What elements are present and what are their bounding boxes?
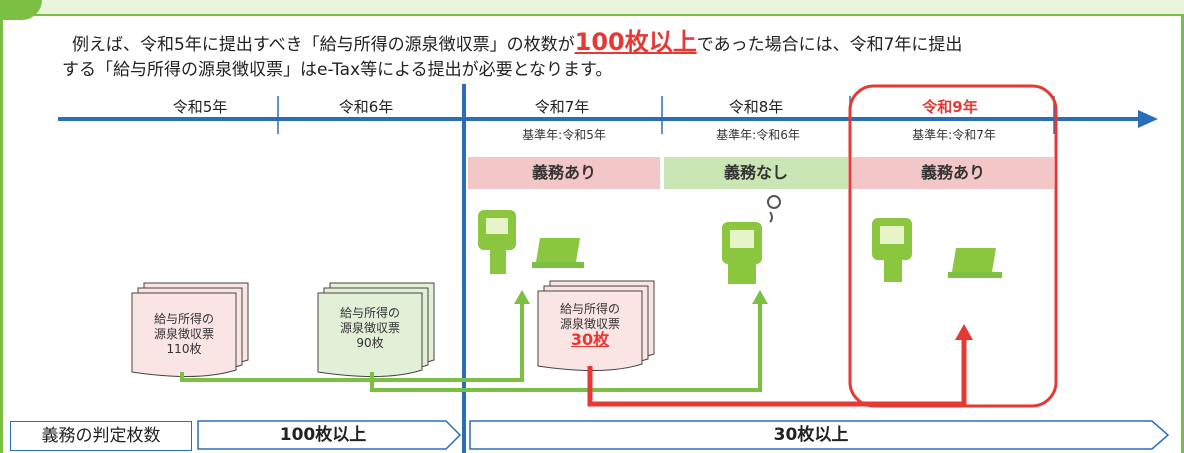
doc-r7-count: 30枚 (570, 330, 610, 349)
doc-r7-line1: 給与所得の (559, 302, 620, 316)
intro-line1-pre: 例えば、令和5年に提出すべき「給与所得の源泉徴収票」の枚数が (72, 35, 575, 55)
intro-line2: する「給与所得の源泉徴収票」はe-Tax等による提出が必要となります。 (62, 60, 613, 80)
mascot-with-pc-r9-icon (872, 218, 1002, 282)
mascot-with-pc-r7-icon (478, 210, 584, 274)
duty-band-r7 (468, 157, 660, 189)
bottom-arrow-left-shape (197, 420, 462, 450)
document-stack-r7 (537, 280, 655, 372)
doc-r7-line2: 源泉徴収票 (559, 317, 620, 331)
base-year-r9: 基準年:令和7年 (912, 128, 996, 142)
doc-r6-line2: 源泉徴収票 (339, 321, 400, 335)
duty-r8: 義務なし (723, 163, 788, 182)
doc-r5-line2: 源泉徴収票 (153, 327, 214, 341)
base-year-r7: 基準年:令和5年 (522, 128, 606, 142)
top-banner (0, 0, 1184, 16)
duty-r7: 義務あり (531, 163, 596, 182)
intro-line1-post: であった場合には、令和7年に提出 (696, 35, 963, 55)
doc-r6-line1: 給与所得の (339, 306, 400, 320)
duty-r9: 義務あり (920, 163, 985, 182)
year-r9: 令和9年 (922, 98, 978, 116)
intro-text: 例えば、令和5年に提出すべき「給与所得の源泉徴収票」の枚数が100枚以上であった… (62, 30, 1142, 83)
doc-r5-line1: 給与所得の (153, 312, 214, 326)
flow-arrow-r7-to-r9 (587, 324, 973, 407)
year-r7: 令和7年 (534, 98, 590, 116)
doc-r5-text: 給与所得の 源泉徴収票 110枚 (134, 312, 234, 357)
threshold-100: 100枚以上 (279, 425, 367, 445)
doc-r7-text: 給与所得の 源泉徴収票 30枚 (540, 302, 640, 349)
duty-band-r9 (852, 157, 1054, 189)
flow-arrow-r5-to-r7 (180, 290, 530, 382)
mascot-thinking-r8-icon (722, 195, 781, 284)
timeline-arrowhead (1138, 110, 1158, 128)
document-stack-r5 (131, 282, 249, 378)
doc-r6-text: 給与所得の 源泉徴収票 90枚 (320, 306, 420, 351)
flow-arrow-r6-to-r8 (370, 290, 768, 392)
base-year-r8: 基準年:令和6年 (716, 128, 800, 142)
corner-decoration (0, 0, 42, 20)
doc-r5-count: 110枚 (166, 342, 202, 356)
year-r8: 令和8年 (728, 98, 784, 116)
year-r6: 令和6年 (338, 98, 394, 116)
year-r5: 令和5年 (172, 98, 228, 116)
threshold-30: 30枚以上 (773, 425, 849, 445)
duty-band-r8 (664, 157, 848, 189)
bottom-arrow-right-shape (469, 420, 1170, 450)
judgment-count-label: 義務の判定枚数 (10, 421, 192, 451)
document-stack-r6 (317, 282, 435, 378)
doc-r6-count: 90枚 (356, 336, 384, 350)
intro-highlight: 100枚以上 (574, 28, 697, 56)
